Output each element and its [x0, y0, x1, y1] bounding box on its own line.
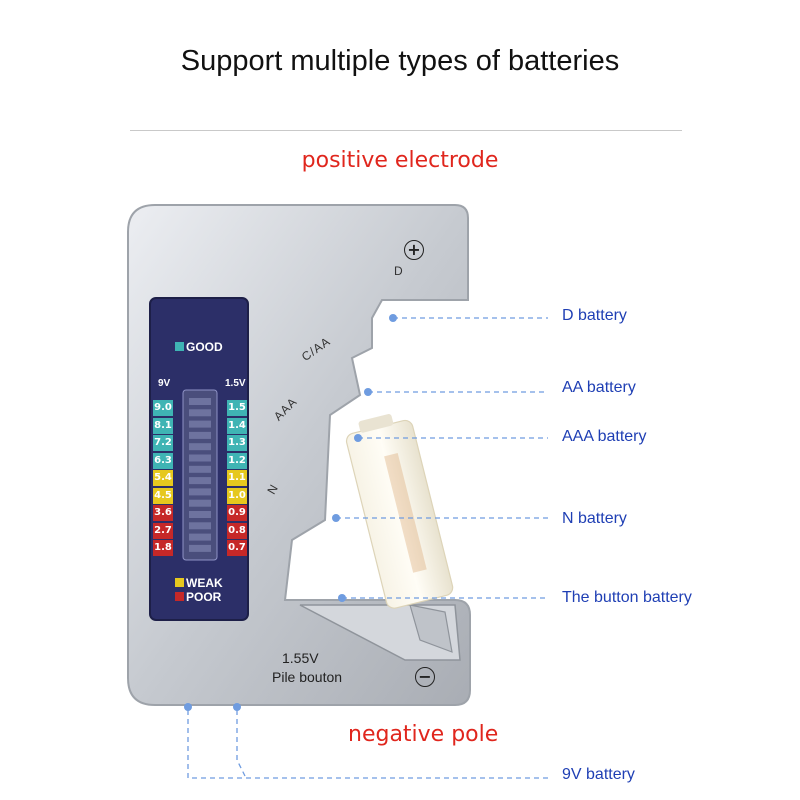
lcd-bar-segment — [189, 431, 211, 439]
9v-battery-line-b — [236, 710, 246, 777]
left-scale-value: 3.6 — [153, 505, 173, 521]
lcd-bar-segment — [189, 409, 211, 417]
annotation-button-battery: The button battery — [562, 589, 692, 606]
button-battery-device-label: Pile bouton — [272, 669, 343, 685]
lcd-bar-segment — [189, 511, 211, 518]
right-scale-value: 1.4 — [227, 417, 247, 434]
right-scale-value: 1.1 — [227, 470, 247, 486]
weak-label: WEAK — [175, 576, 223, 590]
good-swatch-icon — [175, 342, 184, 351]
9v-battery-line-a — [187, 710, 548, 779]
lcd-bar-segment — [189, 488, 211, 496]
left-scale-value: 6.3 — [153, 452, 173, 469]
9v-left-dot — [184, 703, 192, 711]
right-scale-value: 1.5 — [227, 400, 247, 416]
aa-battery-dot — [364, 388, 372, 396]
divider — [130, 130, 682, 131]
lcd-bar-segment — [189, 443, 211, 451]
weak-swatch-icon — [175, 578, 184, 587]
button-voltage-label: 1.55V — [282, 650, 319, 666]
annotation-aaa-battery: AAA battery — [562, 428, 647, 445]
poor-swatch-icon — [175, 592, 184, 601]
button-battery-dot — [338, 594, 346, 602]
left-scale-value: 4.5 — [153, 487, 173, 504]
aaa-battery-dot — [354, 434, 362, 442]
left-scale-header: 9V — [158, 378, 171, 389]
annotation-n-battery: N battery — [562, 510, 627, 527]
lcd-bar-segment — [189, 522, 211, 530]
lcd-bar-segment — [189, 420, 211, 428]
good-label: GOOD — [175, 340, 223, 354]
minus-terminal-icon: − — [415, 667, 435, 687]
right-scale-header: 1.5V — [225, 378, 246, 389]
left-scale-value: 1.8 — [153, 540, 173, 556]
annotation-9v-battery: 9V battery — [562, 766, 635, 783]
lcd-bar-segments — [189, 398, 211, 552]
left-scale-value: 8.1 — [153, 417, 173, 434]
aaa-battery-cell — [345, 414, 454, 609]
lcd-bar-segment — [189, 533, 211, 541]
right-scale-value: 1.3 — [227, 435, 247, 451]
button-clip — [409, 604, 453, 653]
right-scale-value: 0.7 — [227, 540, 247, 556]
annotation-aa-battery: AA battery — [562, 379, 636, 396]
negative-pole-label: negative pole — [348, 722, 499, 747]
lcd-bar-segment — [189, 499, 211, 507]
left-scale-value: 9.0 — [153, 400, 173, 416]
right-scale-value: 1.0 — [227, 487, 247, 504]
lcd-bar-segment — [189, 477, 211, 485]
d-battery-dot — [389, 314, 397, 322]
plus-terminal-icon: + — [404, 240, 424, 260]
n-battery-dot — [332, 514, 340, 522]
slot-label-d: D — [394, 264, 404, 278]
lcd-bar-segment — [189, 454, 211, 462]
right-scale-value: 0.9 — [227, 505, 247, 521]
left-scale-value: 2.7 — [153, 522, 173, 539]
poor-label: POOR — [175, 590, 221, 604]
9v-right-dot — [233, 703, 241, 711]
page-title: Support multiple types of batteries — [180, 45, 620, 77]
lcd-bar-segment — [189, 544, 211, 552]
right-scale-value: 0.8 — [227, 522, 247, 539]
positive-electrode-label: positive electrode — [301, 148, 499, 173]
left-scale-value: 5.4 — [153, 470, 173, 486]
lcd-bar-segment — [189, 398, 211, 405]
left-scale-value: 7.2 — [153, 435, 173, 451]
annotation-d-battery: D battery — [562, 307, 627, 324]
lcd-bar-segment — [189, 465, 211, 473]
right-scale-value: 1.2 — [227, 452, 247, 469]
